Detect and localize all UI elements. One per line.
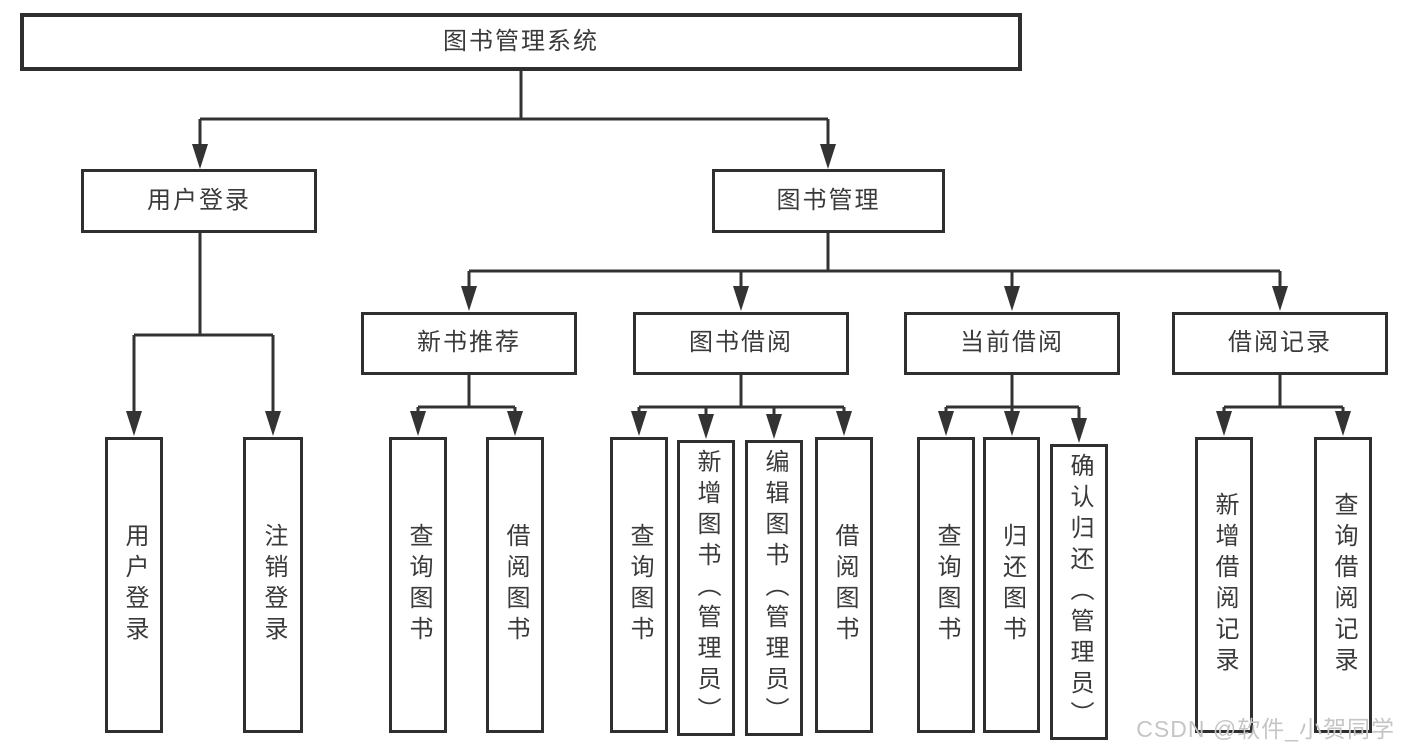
connector-borrow-records-branch: [1222, 375, 1345, 419]
leaf-return-book-label: 归还图书: [998, 523, 1026, 647]
leaf-query-books-borrow: 查询图书: [610, 437, 668, 733]
leaf-borrow-books-recommend: 借阅图书: [486, 437, 544, 733]
node-library-system: 图书管理系统: [20, 13, 1022, 71]
leaf-confirm-return-admin: 确认归还（管理员）: [1050, 444, 1108, 740]
arrowhead: [836, 411, 852, 436]
arrowhead: [1335, 411, 1351, 436]
node-book-management: 图书管理: [712, 169, 945, 233]
leaf-query-books-current: 查询图书: [917, 437, 975, 733]
arrowhead: [1216, 411, 1232, 436]
csdn-watermark: CSDN @软件_小贺同学: [1136, 716, 1395, 742]
arrowhead: [507, 411, 523, 436]
leaf-add-borrow-record: 新增借阅记录: [1195, 437, 1253, 733]
node-book-borrowing: 图书借阅: [633, 312, 849, 375]
leaf-confirm-return-admin-label: 确认归还（管理员）: [1066, 452, 1093, 732]
arrowhead: [733, 286, 749, 311]
connector-root-to-level2: [198, 69, 830, 151]
node-borrowing-records: 借阅记录: [1172, 312, 1388, 375]
arrowhead: [938, 411, 954, 436]
arrowhead: [126, 411, 142, 436]
leaf-return-book: 归还图书: [983, 437, 1040, 733]
arrowhead: [820, 144, 836, 169]
arrowhead: [1071, 418, 1087, 443]
connector-lines: [132, 69, 1345, 426]
leaf-edit-book-admin-label: 编辑图书（管理员）: [761, 448, 788, 728]
arrowhead: [410, 411, 426, 436]
leaf-borrow-books-label: 借阅图书: [831, 523, 858, 647]
leaf-borrow-books-recommend-label: 借阅图书: [502, 523, 529, 647]
leaf-logout: 注销登录: [243, 437, 303, 733]
leaf-borrow-books: 借阅图书: [815, 437, 873, 733]
arrowhead: [766, 414, 782, 439]
node-current-borrowing: 当前借阅: [904, 312, 1120, 375]
node-new-book-recommend: 新书推荐: [361, 312, 577, 375]
arrowhead: [192, 144, 208, 169]
connector-new-books-branch: [416, 375, 517, 419]
leaf-edit-book-admin: 编辑图书（管理员）: [745, 440, 803, 736]
arrowhead: [461, 286, 477, 311]
leaf-query-borrow-record-label: 查询借阅记录: [1330, 492, 1357, 678]
leaf-add-book-admin: 新增图书（管理员）: [677, 440, 735, 736]
node-user-login-label: 用户登录: [147, 186, 251, 214]
leaf-query-books-recommend-label: 查询图书: [405, 523, 432, 647]
arrowheads: [126, 144, 1351, 443]
node-user-login: 用户登录: [81, 169, 317, 233]
arrowhead: [698, 414, 714, 439]
arrowhead: [1272, 286, 1288, 311]
connector-book-mgmt-branch: [467, 232, 1282, 294]
leaf-add-borrow-record-label: 新增借阅记录: [1211, 492, 1238, 678]
node-borrowing-records-label: 借阅记录: [1228, 329, 1332, 357]
node-new-book-recommend-label: 新书推荐: [417, 329, 521, 357]
leaf-user-login: 用户登录: [105, 437, 163, 733]
node-book-management-label: 图书管理: [776, 186, 881, 214]
node-book-borrowing-label: 图书借阅: [689, 329, 793, 357]
leaf-logout-label: 注销登录: [260, 523, 287, 647]
connector-book-borrow-branch: [637, 375, 846, 422]
connector-user-login-branch: [132, 232, 275, 419]
arrowhead: [631, 411, 647, 436]
arrowhead: [1004, 286, 1020, 311]
leaf-user-login-label: 用户登录: [121, 523, 148, 647]
leaf-query-books-current-label: 查询图书: [933, 523, 960, 647]
arrowhead: [1004, 411, 1020, 436]
node-library-system-label: 图书管理系统: [443, 27, 599, 55]
leaf-query-books-recommend: 查询图书: [389, 437, 447, 733]
leaf-query-borrow-record: 查询借阅记录: [1314, 437, 1372, 733]
arrowhead: [265, 411, 281, 436]
node-current-borrowing-label: 当前借阅: [960, 329, 1064, 357]
leaf-query-books-borrow-label: 查询图书: [626, 523, 653, 647]
leaf-add-book-admin-label: 新增图书（管理员）: [693, 448, 720, 728]
